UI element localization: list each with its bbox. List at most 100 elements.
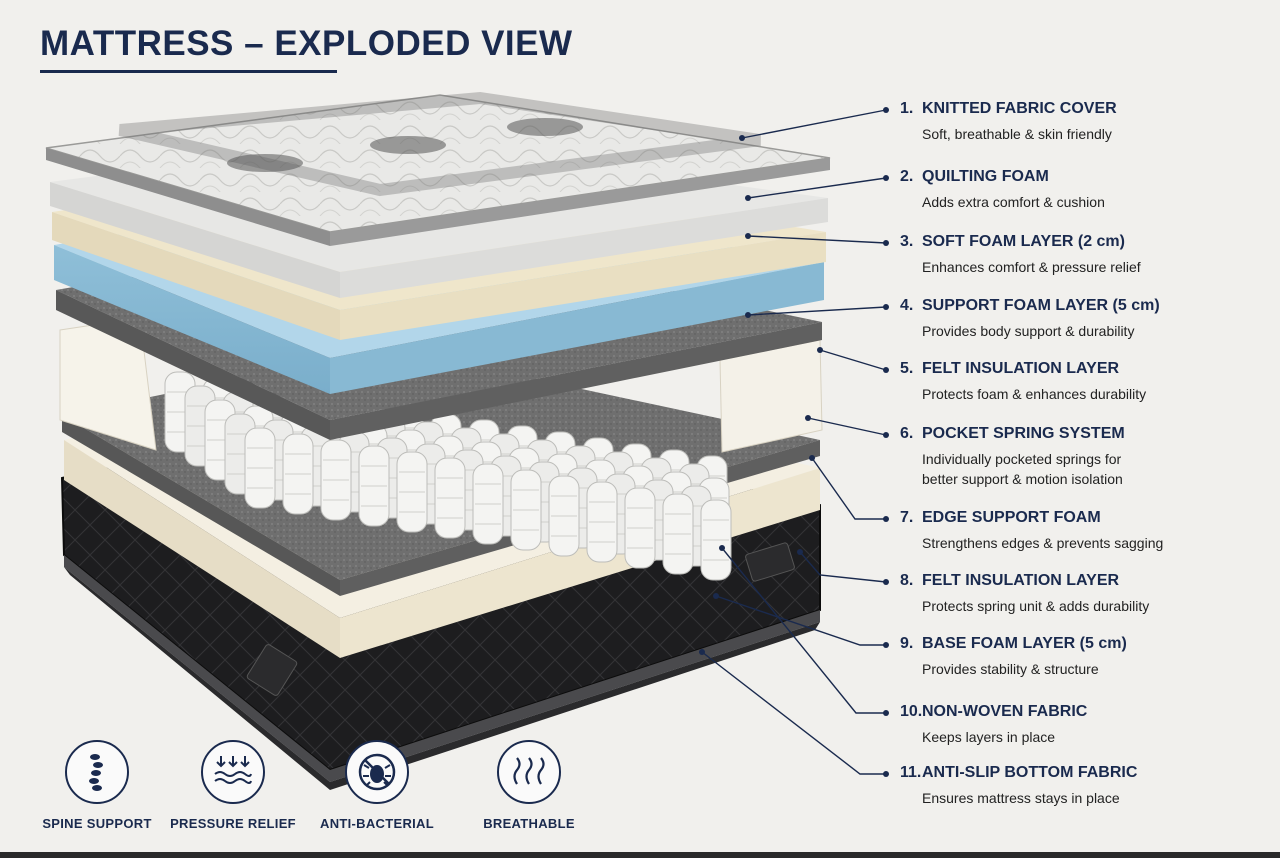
leader-line <box>807 417 887 436</box>
feature-item: BREATHABLE <box>454 740 604 831</box>
feature-label: PRESSURE RELIEF <box>170 816 296 831</box>
layer-name: KNITTED FABRIC COVER <box>922 100 1117 117</box>
leader-dot <box>883 240 889 246</box>
leader-dot <box>883 516 889 522</box>
layer-heading: 10.NON-WOVEN FABRIC <box>900 703 1087 721</box>
pocket-spring-unit <box>59 317 823 581</box>
layer-label: 3. SOFT FOAM LAYER (2 cm) Enhances comfort… <box>900 233 1141 277</box>
feature-label: SPINE SUPPORT <box>42 816 152 831</box>
layer-heading: 7.EDGE SUPPORT FOAM <box>900 509 1163 527</box>
layer-number: 2. <box>900 168 914 185</box>
leader-dot <box>883 175 889 181</box>
layer-description-line: Protects foam & enhances durability <box>922 386 1147 402</box>
leader-line <box>819 349 887 371</box>
leader-line <box>721 547 886 714</box>
layer-label: 7.EDGE SUPPORT FOAM Strengthens edges & p… <box>900 509 1163 553</box>
layer-heading: 8.FELT INSULATION LAYER <box>900 572 1149 590</box>
leader-dot <box>817 347 823 353</box>
layer-label: 2. QUILTING FOAM Adds extra comfort & cush… <box>900 168 1105 212</box>
layer-number: 8. <box>900 572 914 589</box>
spring-coil <box>358 445 390 527</box>
leader-line <box>799 551 887 583</box>
leader-line <box>715 595 886 646</box>
leader-dot <box>883 771 889 777</box>
feature-item: SPINE SUPPORT <box>22 740 172 831</box>
spring-coil <box>396 451 428 533</box>
layer-name: POCKET SPRING SYSTEM <box>922 425 1125 442</box>
feature-label: ANTI-BACTERIAL <box>320 816 434 831</box>
bottom-border <box>0 852 1280 858</box>
spring-coil <box>244 427 276 509</box>
leader-dot <box>883 367 889 373</box>
leader-dot <box>719 545 725 551</box>
leader-dot <box>713 593 719 599</box>
layer-label: 4. SUPPORT FOAM LAYER (5 cm) Provides body… <box>900 297 1160 341</box>
layer-description: Keeps layers in place <box>922 727 1087 747</box>
leader-dot <box>745 195 751 201</box>
leader-line <box>747 235 887 244</box>
layer-number: 9. <box>900 635 914 652</box>
layer-description-line: Enhances comfort & pressure relief <box>922 259 1141 275</box>
layer-description-line: Provides body support & durability <box>922 323 1135 339</box>
leader-dot <box>883 304 889 310</box>
leader-dot <box>745 233 751 239</box>
title-underline <box>40 70 337 73</box>
spring-coils <box>164 371 732 581</box>
layer-name: SOFT FOAM LAYER (2 cm) <box>922 233 1125 250</box>
leader-line <box>747 177 887 199</box>
layer-description-line: Keeps layers in place <box>922 729 1056 745</box>
feature-label: BREATHABLE <box>483 816 575 831</box>
layer-number: 5. <box>900 360 914 377</box>
feature-item: PRESSURE RELIEF <box>158 740 308 831</box>
leader-dot <box>745 312 751 318</box>
layer-description-line: Provides stability & structure <box>922 661 1099 677</box>
layer-label: 9. BASE FOAM LAYER (5 cm) Provides stabili… <box>900 635 1127 679</box>
breathable-icon <box>497 740 561 804</box>
layer-heading: 3. SOFT FOAM LAYER (2 cm) <box>900 233 1141 251</box>
leader-dot <box>797 549 803 555</box>
spring-coil <box>510 469 542 551</box>
leader-dot <box>883 579 889 585</box>
layer-description-line: better support & motion isolation <box>922 471 1123 487</box>
leader-dot <box>883 432 889 438</box>
layer-description: Provides body support & durability <box>922 321 1160 341</box>
leader-dot <box>805 415 811 421</box>
leader-dot <box>883 107 889 113</box>
layer-heading: 9. BASE FOAM LAYER (5 cm) <box>900 635 1127 653</box>
layer-heading: 4. SUPPORT FOAM LAYER (5 cm) <box>900 297 1160 315</box>
layer-label: 10.NON-WOVEN FABRIC Keeps layers in place <box>900 703 1087 747</box>
layer-description: Adds extra comfort & cushion <box>922 192 1105 212</box>
spring-coil <box>624 487 656 569</box>
layer-number: 4. <box>900 297 914 314</box>
anti-bacterial-icon <box>345 740 409 804</box>
leader-line <box>741 109 887 139</box>
layer-description: Strengthens edges & prevents sagging <box>922 533 1163 553</box>
layer-name: BASE FOAM LAYER (5 cm) <box>922 635 1127 652</box>
layer-name: SUPPORT FOAM LAYER (5 cm) <box>922 297 1160 314</box>
leader-line <box>701 651 886 775</box>
layer-name: QUILTING FOAM <box>922 168 1049 185</box>
spring-coil <box>700 499 732 581</box>
spring-coil <box>586 481 618 563</box>
layer-name: NON-WOVEN FABRIC <box>922 703 1088 720</box>
layer-name: EDGE SUPPORT FOAM <box>922 509 1101 526</box>
layer-heading: 2. QUILTING FOAM <box>900 168 1105 186</box>
leader-line <box>811 457 886 520</box>
layer-number: 3. <box>900 233 914 250</box>
feature-item: ANTI-BACTERIAL <box>302 740 452 831</box>
layer-number: 10. <box>900 703 923 720</box>
layer-description: Provides stability & structure <box>922 659 1127 679</box>
layer-number: 1. <box>900 100 914 117</box>
layer-name: FELT INSULATION LAYER <box>922 360 1120 377</box>
layer-heading: 6. POCKET SPRING SYSTEM <box>900 425 1125 443</box>
layer-heading: 5. FELT INSULATION LAYER <box>900 360 1146 378</box>
spine-icon <box>65 740 129 804</box>
spring-coil <box>662 493 694 575</box>
layer-description: Enhances comfort & pressure relief <box>922 257 1141 277</box>
layer-description-line: Strengthens edges & prevents sagging <box>922 535 1164 551</box>
layer-number: 6. <box>900 425 914 442</box>
